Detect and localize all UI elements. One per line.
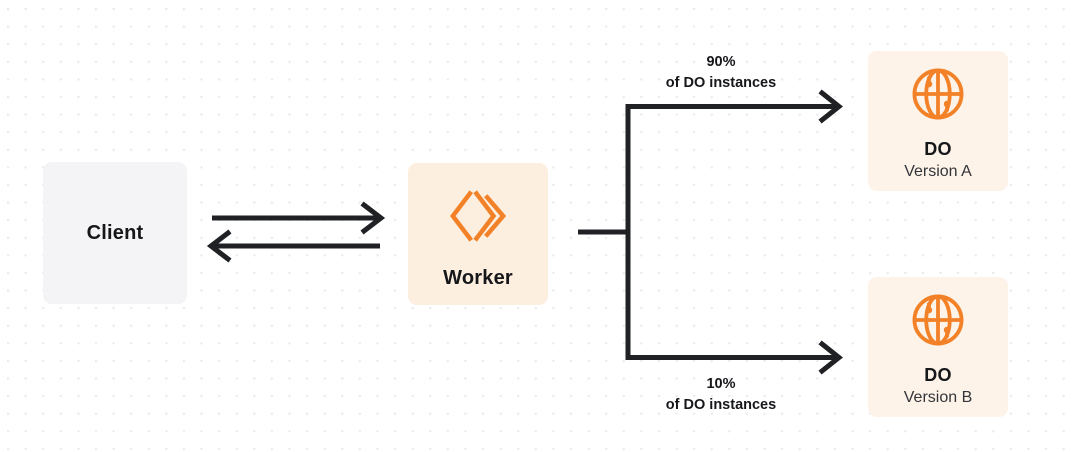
node-client-label: Client <box>86 221 144 244</box>
node-do-b-label: DO <box>924 365 952 385</box>
cloudflare-workers-icon <box>447 185 509 247</box>
arrow-worker-to-do-b <box>626 340 844 375</box>
node-do-version-a: DO Version A <box>868 51 1008 191</box>
edge-label-do-b: 10% of DO instances <box>616 374 826 415</box>
arrow-worker-to-client <box>206 229 380 263</box>
node-do-b-sublabel: Version B <box>903 389 973 406</box>
node-worker-label: Worker <box>443 266 513 289</box>
edge-label-do-a-caption: of DO instances <box>665 74 777 91</box>
node-do-a-label: DO <box>924 139 952 159</box>
node-do-version-b: DO Version B <box>868 277 1008 417</box>
edge-label-do-a: 90% of DO instances <box>616 52 826 93</box>
edge-label-do-b-caption: of DO instances <box>665 396 777 413</box>
arrow-worker-to-do-a <box>626 89 844 124</box>
globe-icon <box>909 291 967 349</box>
edge-label-do-a-percent: 90% <box>706 54 736 70</box>
arrow-client-to-worker <box>212 201 386 235</box>
edge-label-do-b-percent: 10% <box>706 376 736 392</box>
node-worker: Worker <box>408 163 548 305</box>
node-do-a-sublabel: Version A <box>904 163 972 180</box>
node-client: Client <box>43 162 187 304</box>
branch-trunk <box>578 104 631 360</box>
globe-icon <box>909 65 967 123</box>
